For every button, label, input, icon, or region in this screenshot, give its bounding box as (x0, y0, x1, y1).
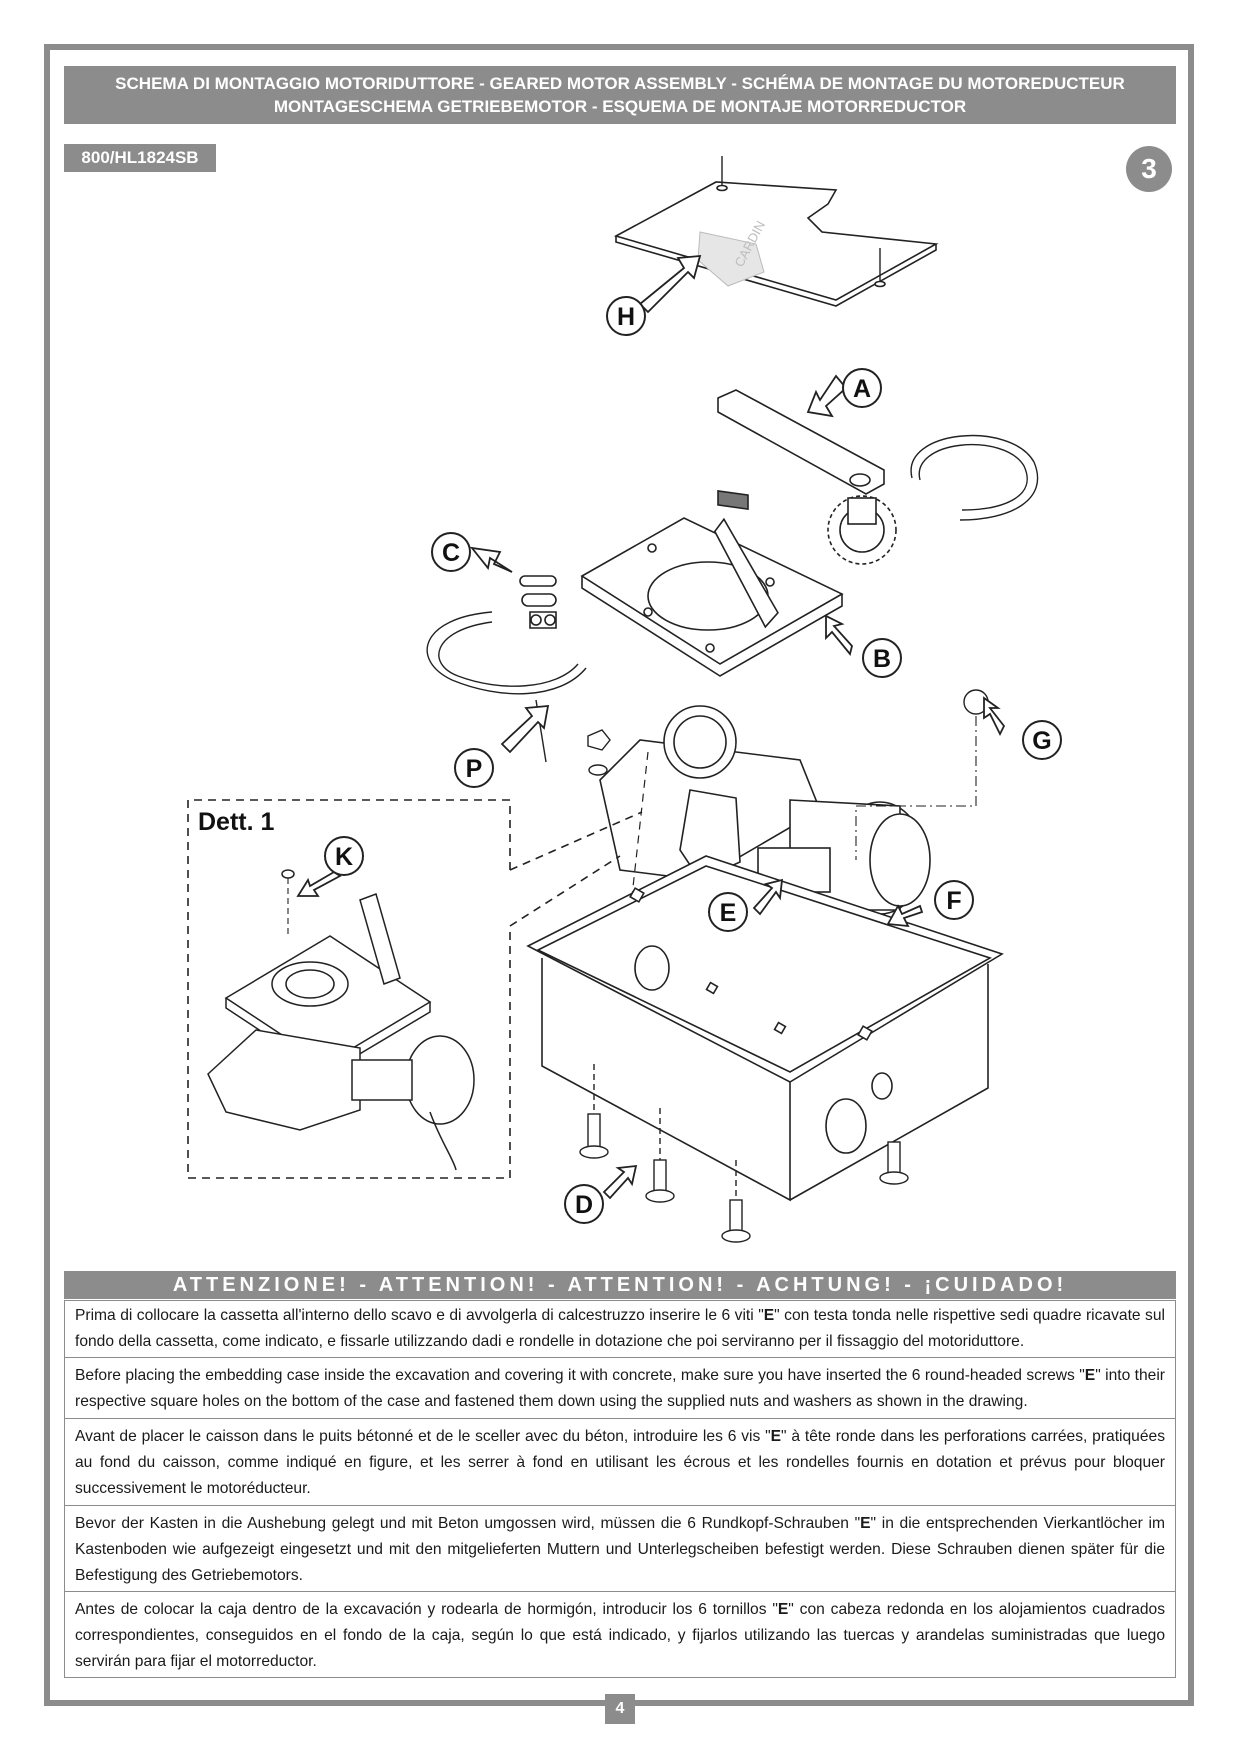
chain-links (519, 575, 557, 629)
embedding-case (526, 855, 1004, 1202)
chain-left (426, 611, 587, 695)
paragraph-es-after: " con cabeza redonda en los alojamientos… (75, 1601, 1165, 1670)
detail-box: Dett. 1 (187, 799, 643, 1179)
paragraph-de-after: " in die entsprechenden Vierkantlöcher i… (75, 1515, 1165, 1584)
bottom-bolts (579, 1064, 909, 1243)
callout-k: K (335, 843, 353, 871)
screw-set (535, 699, 611, 776)
callout-a: A (853, 375, 871, 403)
paragraph-divider (65, 1357, 1175, 1358)
sprocket-arm (717, 389, 897, 565)
detail-label: Dett. 1 (198, 808, 275, 836)
paragraph-fr: Avant de placer le caisson dans le puits… (65, 1424, 1175, 1502)
paragraph-it-before: Prima di collocare la cassetta all'inter… (75, 1307, 764, 1324)
callout-p: P (466, 755, 483, 783)
callout-g: G (1032, 727, 1051, 755)
callout-f: F (946, 887, 961, 915)
page-number: 4 (605, 1694, 635, 1724)
callout-e: E (720, 899, 737, 927)
header-title-line2: MONTAGESCHEMA GETRIEBEMOTOR - ESQUEMA DE… (273, 97, 967, 116)
paragraph-es-before: Antes de colocar la caja dentro de la ex… (75, 1601, 778, 1618)
paragraph-es-bold: E (777, 1601, 789, 1618)
paragraph-de: Bevor der Kasten in die Aushebung gelegt… (65, 1511, 1175, 1589)
warning-text-box: Prima di collocare la cassetta all'inter… (64, 1300, 1176, 1678)
paragraph-it: Prima di collocare la cassetta all'inter… (65, 1303, 1175, 1355)
callout-d: D (575, 1191, 593, 1219)
paragraph-en-bold: E (1084, 1367, 1096, 1384)
chain-right (910, 434, 1039, 521)
cover-plate: CARDIN (613, 156, 939, 307)
paragraph-en-before: Before placing the embedding case inside… (75, 1367, 1085, 1384)
geared-motor (599, 705, 931, 961)
header-bar: SCHEMA DI MONTAGGIO MOTORIDUTTORE - GEAR… (64, 66, 1176, 124)
paragraph-divider (65, 1591, 1175, 1592)
assembly-diagram: CARDIN (187, 156, 1062, 1243)
paragraph-it-bold: E (763, 1307, 775, 1324)
paragraph-en-after: " into their respective square holes on … (75, 1367, 1165, 1410)
callout-arrows (296, 254, 1006, 1200)
callout-h: H (617, 303, 635, 331)
paragraph-fr-before: Avant de placer le caisson dans le puits… (75, 1428, 771, 1445)
paragraph-es: Antes de colocar la caja dentro de la ex… (65, 1597, 1175, 1675)
header-title-line1: SCHEMA DI MONTAGGIO MOTORIDUTTORE - GEAR… (115, 74, 1125, 93)
mount-plate (580, 517, 844, 677)
paragraph-en: Before placing the embedding case inside… (65, 1363, 1175, 1415)
paragraph-divider (65, 1505, 1175, 1506)
paragraph-de-before: Bevor der Kasten in die Aushebung gelegt… (75, 1515, 861, 1532)
callout-b: B (873, 645, 891, 673)
callout-letters: H A C B G P K F E D (324, 296, 1062, 1224)
paragraph-de-bold: E (860, 1515, 871, 1532)
paragraph-fr-after: " à tête ronde dans les perforations car… (75, 1428, 1165, 1497)
paragraph-fr-bold: E (770, 1428, 782, 1445)
callout-c: C (442, 539, 460, 567)
step-number-badge: 3 (1126, 146, 1172, 192)
paragraph-divider (65, 1418, 1175, 1419)
warning-title: ATTENZIONE! - ATTENTION! - ATTENTION! - … (64, 1271, 1176, 1299)
paragraph-it-after: " con testa tonda nelle rispettive sedi … (75, 1307, 1165, 1350)
model-code-tag: 800/HL1824SB (64, 144, 216, 172)
